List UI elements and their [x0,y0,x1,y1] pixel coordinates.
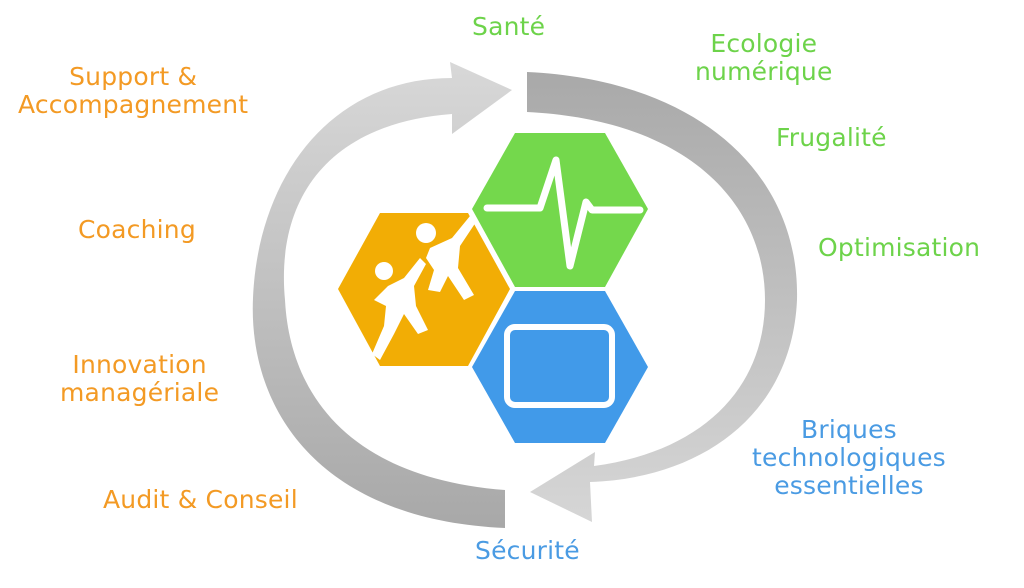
hexagon-blue [472,291,648,443]
hexagon-orange [338,213,510,366]
heartbeat-icon [483,156,644,270]
people-climbing-icon [372,216,476,360]
label-ecologie-numerique: Ecologie numérique [695,29,833,86]
label-securite: Sécurité [475,536,580,565]
hexagon-green [472,133,648,287]
label-innovation-manageriale: Innovation managériale [60,350,220,407]
label-briques-technologiques: Briques technologiques essentielles [752,415,946,500]
cycle-arrow-right [527,72,798,522]
label-support-accompagnement: Support & Accompagnement [18,62,249,119]
screen-icon [504,324,615,408]
label-audit-conseil: Audit & Conseil [103,485,298,514]
label-frugalite: Frugalité [776,123,887,152]
cycle-arrow-left [252,62,512,528]
label-optimisation: Optimisation [818,233,981,262]
label-coaching: Coaching [78,215,196,244]
label-sante: Santé [472,12,546,41]
